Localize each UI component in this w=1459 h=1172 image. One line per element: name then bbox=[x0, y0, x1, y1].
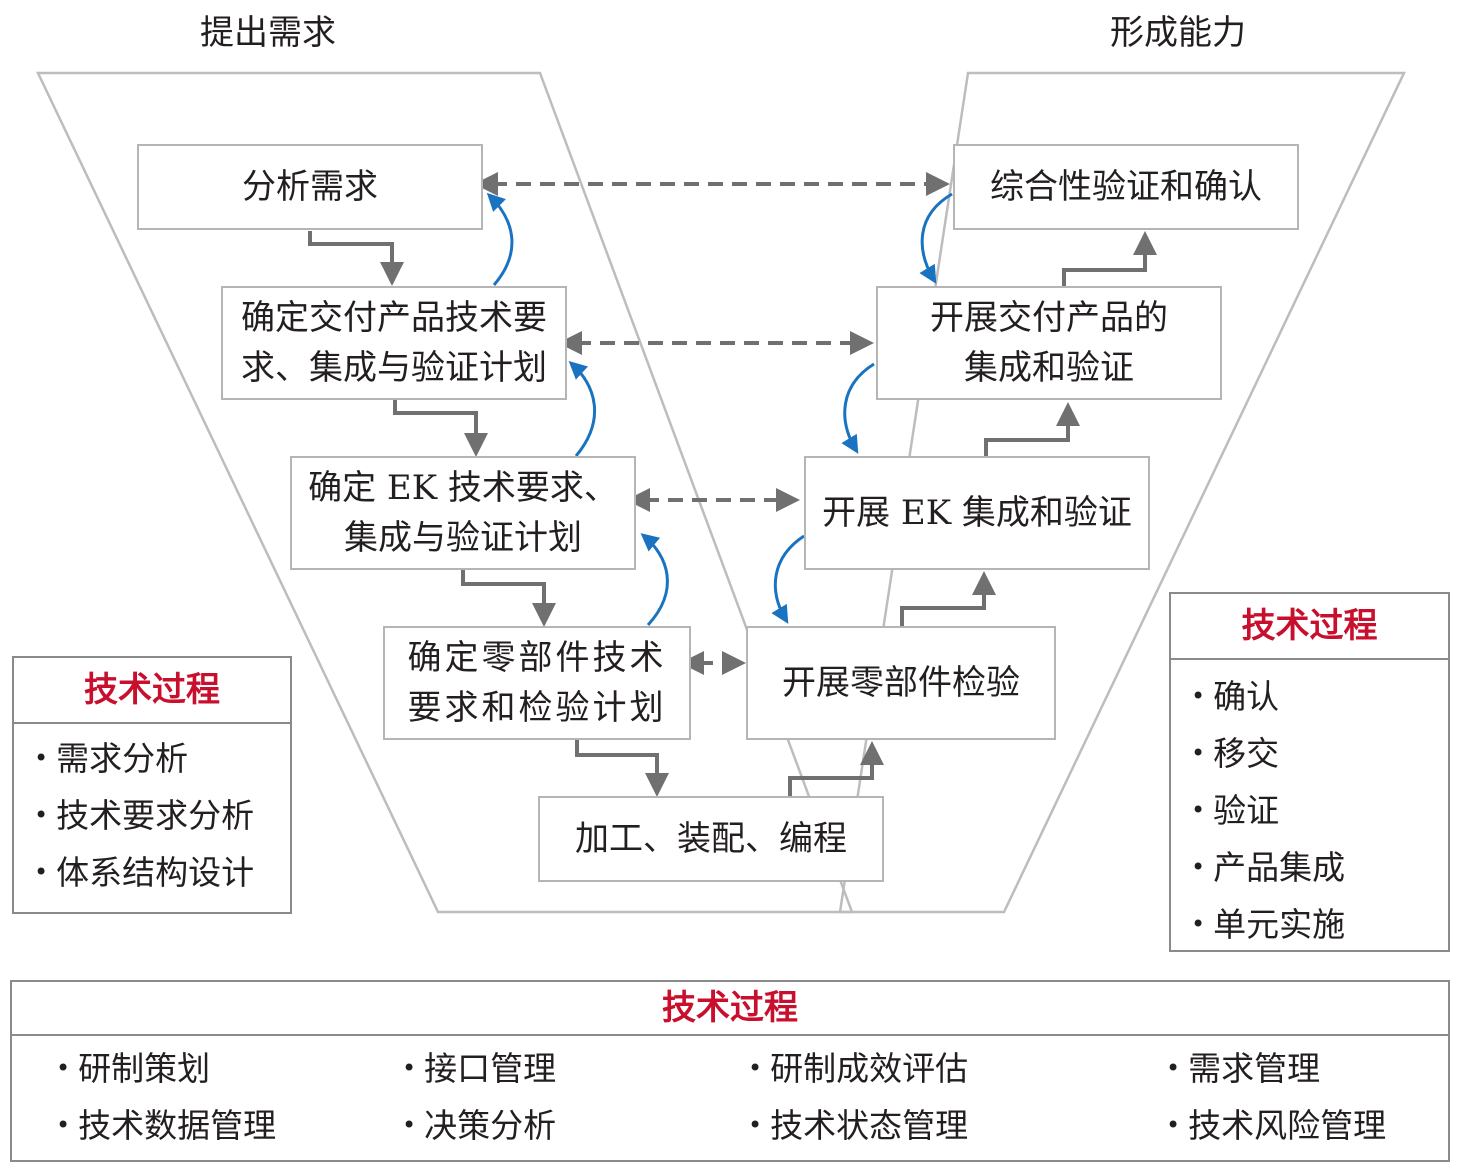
node-text-line: 确定 EK 技术要求、 bbox=[308, 468, 618, 508]
list-item: •单元实施 bbox=[1191, 896, 1448, 953]
flow-arrow-l3 bbox=[461, 570, 556, 627]
list-item: •体系结构设计 bbox=[34, 844, 290, 901]
item-label: 确认 bbox=[1213, 677, 1280, 716]
blue-arrow-r1 bbox=[919, 192, 953, 284]
bullet-icon: • bbox=[402, 1111, 417, 1139]
bullet-icon: • bbox=[34, 744, 49, 772]
list-item: •研制成效评估 bbox=[748, 1040, 968, 1097]
list-item: •产品集成 bbox=[1191, 839, 1448, 896]
list-item: •接口管理 bbox=[402, 1040, 556, 1097]
node-define-component-requirements: 确定零部件技术 要求和检验计划 bbox=[383, 626, 691, 740]
node-define-product-requirements: 确定交付产品技术要 求、集成与验证计划 bbox=[221, 286, 567, 400]
bullet-icon: • bbox=[748, 1111, 763, 1139]
list-item: •移交 bbox=[1191, 725, 1448, 782]
list-item: •确认 bbox=[1191, 668, 1448, 725]
item-label: 接口管理 bbox=[424, 1049, 557, 1088]
flow-arrow-l1 bbox=[308, 231, 404, 286]
list-item: •技术数据管理 bbox=[56, 1097, 276, 1154]
node-text-line: 开展零部件检验 bbox=[782, 663, 1020, 703]
item-label: 决策分析 bbox=[424, 1106, 557, 1145]
node-text-line: 开展交付产品的 bbox=[930, 298, 1168, 338]
node-text-line: 综合性验证和确认 bbox=[990, 167, 1262, 207]
flow-arrow-r4 bbox=[1062, 231, 1157, 287]
flow-arrow-r3 bbox=[984, 402, 1080, 457]
header-right: 形成能力 bbox=[1110, 13, 1246, 53]
blue-arrow-l2 bbox=[568, 360, 597, 457]
list-item: •技术状态管理 bbox=[748, 1097, 968, 1154]
node-text-line: 集成与验证计划 bbox=[344, 518, 582, 558]
right-process-panel: 技术过程 •确认 •移交 •验证 •产品集成 •单元实施 bbox=[1169, 592, 1450, 952]
blue-arrow-r3 bbox=[771, 534, 805, 624]
bullet-icon: • bbox=[1166, 1054, 1181, 1082]
right-panel-title: 技术过程 bbox=[1171, 594, 1448, 660]
blue-arrow-l3 bbox=[640, 533, 669, 627]
node-text-line: 要求和检验计划 bbox=[407, 688, 667, 728]
item-label: 产品集成 bbox=[1213, 848, 1346, 887]
node-analyze-requirements: 分析需求 bbox=[137, 144, 483, 230]
item-label: 研制成效评估 bbox=[770, 1049, 969, 1088]
list-item: •技术风险管理 bbox=[1166, 1097, 1386, 1154]
node-text-line: 加工、装配、编程 bbox=[575, 819, 847, 859]
bullet-icon: • bbox=[1191, 910, 1206, 938]
node-ek-integration: 开展 EK 集成和验证 bbox=[804, 456, 1150, 570]
flow-arrow-l2 bbox=[393, 400, 488, 457]
node-define-ek-requirements: 确定 EK 技术要求、 集成与验证计划 bbox=[290, 456, 636, 570]
list-item: •技术要求分析 bbox=[34, 787, 290, 844]
bullet-icon: • bbox=[56, 1054, 71, 1082]
node-text-line: 确定零部件技术 bbox=[407, 638, 667, 678]
list-item: •决策分析 bbox=[402, 1097, 556, 1154]
left-process-panel: 技术过程 •需求分析 •技术要求分析 •体系结构设计 bbox=[12, 656, 292, 914]
bullet-icon: • bbox=[34, 801, 49, 829]
list-item: •需求管理 bbox=[1166, 1040, 1386, 1097]
bullet-icon: • bbox=[402, 1054, 417, 1082]
bullet-icon: • bbox=[748, 1054, 763, 1082]
node-text-line: 确定交付产品技术要 bbox=[241, 298, 547, 338]
flow-arrow-l4 bbox=[575, 740, 669, 797]
item-label: 体系结构设计 bbox=[56, 853, 255, 892]
list-item: •验证 bbox=[1191, 782, 1448, 839]
left-panel-title: 技术过程 bbox=[14, 658, 290, 724]
blue-arrow-r2 bbox=[841, 362, 875, 454]
node-text-line: 开展 EK 集成和验证 bbox=[822, 493, 1132, 533]
list-item: •研制策划 bbox=[56, 1040, 276, 1097]
bullet-icon: • bbox=[1191, 682, 1206, 710]
bottom-panel-title: 技术过程 bbox=[12, 982, 1448, 1036]
header-left: 提出需求 bbox=[200, 13, 336, 53]
bullet-icon: • bbox=[34, 858, 49, 886]
item-label: 技术数据管理 bbox=[78, 1106, 277, 1145]
item-label: 需求管理 bbox=[1188, 1049, 1321, 1088]
blue-arrow-l1 bbox=[486, 192, 514, 286]
bullet-icon: • bbox=[1191, 853, 1206, 881]
bullet-icon: • bbox=[56, 1111, 71, 1139]
item-label: 单元实施 bbox=[1213, 905, 1346, 944]
item-label: 需求分析 bbox=[56, 739, 189, 778]
item-label: 技术状态管理 bbox=[770, 1106, 969, 1145]
flow-arrow-r1 bbox=[788, 741, 884, 797]
flow-arrow-r2 bbox=[900, 571, 996, 626]
node-text-line: 集成和验证 bbox=[964, 348, 1134, 388]
bullet-icon: • bbox=[1191, 739, 1206, 767]
node-comprehensive-validation: 综合性验证和确认 bbox=[953, 144, 1299, 230]
item-label: 验证 bbox=[1213, 791, 1280, 830]
node-fabrication: 加工、装配、编程 bbox=[538, 796, 884, 882]
node-text-line: 分析需求 bbox=[242, 167, 378, 207]
node-text-line: 求、集成与验证计划 bbox=[241, 348, 547, 388]
bullet-icon: • bbox=[1166, 1111, 1181, 1139]
node-product-integration: 开展交付产品的 集成和验证 bbox=[876, 286, 1222, 400]
item-label: 研制策划 bbox=[78, 1049, 211, 1088]
bottom-process-panel: 技术过程 •研制策划 •技术数据管理 •接口管理 •决策分析 •研制成效评估 •… bbox=[10, 980, 1450, 1162]
bullet-icon: • bbox=[1191, 796, 1206, 824]
item-label: 移交 bbox=[1213, 734, 1280, 773]
node-component-inspection: 开展零部件检验 bbox=[746, 626, 1056, 740]
list-item: •需求分析 bbox=[34, 730, 290, 787]
item-label: 技术要求分析 bbox=[56, 796, 255, 835]
item-label: 技术风险管理 bbox=[1188, 1106, 1387, 1145]
